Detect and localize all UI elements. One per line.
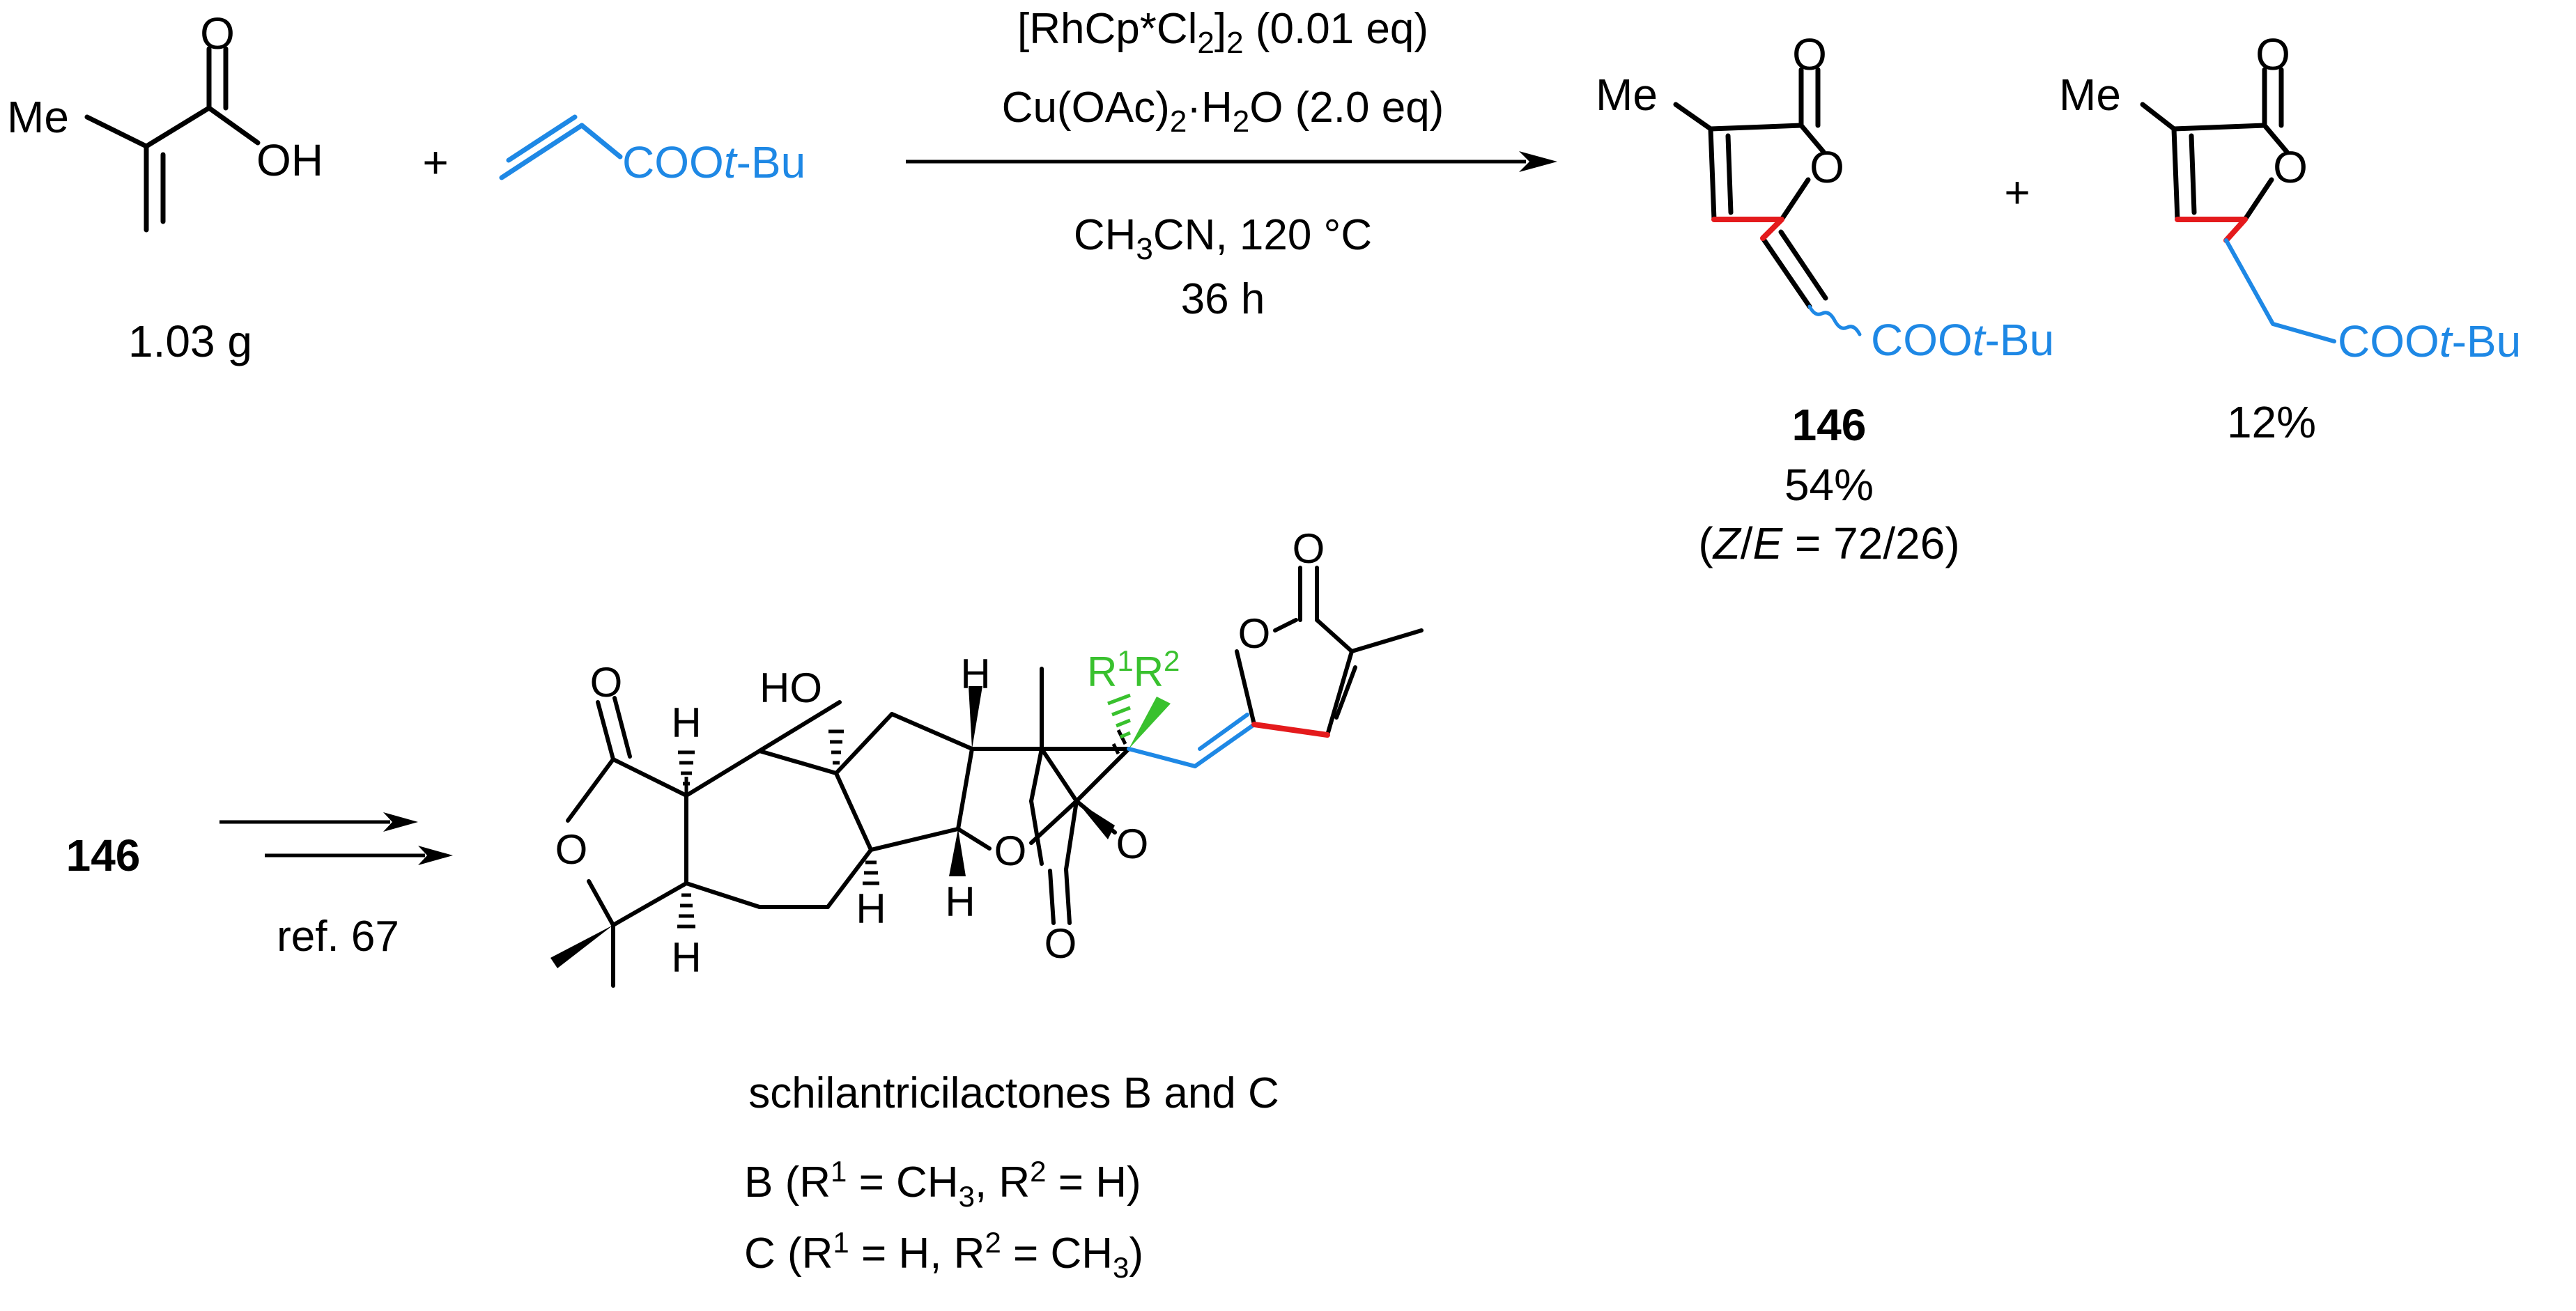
start-compound-146: 146 (66, 830, 141, 881)
methacrylic-carbonyl-o-label: O (200, 8, 235, 59)
target-h-label-top-left: H (671, 699, 701, 746)
time-condition: 36 h (1181, 275, 1265, 323)
wedge-ring-fusion-h (949, 829, 966, 876)
target-o-label-thf: O (994, 828, 1027, 874)
solvent-temperature-condition: CH3CN, 120 °C (1074, 211, 1372, 266)
wedge-gem-dimethyl (550, 925, 613, 968)
schilantricilactone-structure: HO H H H H H O O O O O O O R1R2 (550, 525, 1424, 988)
product146-ring-o-label: O (1810, 142, 1844, 192)
target-h-label-bottom-right: H (945, 878, 975, 925)
reaction-arrow (906, 151, 1557, 172)
product146-ester-label: COOt-Bu (1871, 315, 2054, 365)
target-o-label-butenolide-carbonyl: O (1293, 525, 1325, 572)
acrylate-ester-label: COOt-Bu (622, 137, 805, 187)
wedge-bridge-top (969, 686, 982, 749)
target-name: schilantricilactones B and C (748, 1069, 1279, 1117)
methacrylic-oh-label: OH (256, 135, 323, 185)
methacrylic-acid: Me O OH 1.03 g (7, 8, 323, 366)
byproduct-yield: 12% (2227, 397, 2316, 447)
variant-b-definition: B (R1 = CH3, R2 = H) (744, 1155, 1141, 1213)
plus-sign-2: + (2004, 167, 2030, 217)
oxidant-condition: Cu(OAc)2·H2O (2.0 eq) (1002, 84, 1444, 139)
target-r1-r2-label: R1R2 (1087, 644, 1180, 695)
product146-carbonyl-o-label: O (1792, 29, 1827, 79)
byproduct-carbonyl-o-label: O (2255, 29, 2290, 79)
wedge-r2 (1129, 697, 1171, 749)
target-ho-label: HO (759, 665, 822, 711)
product146-ze-ratio: (Z/E = 72/26) (1698, 518, 1959, 568)
target-o-label-lactone-carbonyl: O (590, 659, 623, 706)
tert-butyl-acrylate: COOt-Bu (499, 114, 805, 187)
methacrylic-me-label: Me (7, 92, 69, 142)
target-h-label-top: H (960, 651, 990, 697)
product146-compound-number: 146 (1792, 400, 1867, 450)
product146-yield: 54% (1784, 460, 1874, 510)
multistep-arrow (219, 812, 453, 865)
reference-label: ref. 67 (277, 913, 399, 961)
target-o-label-lactone-ring: O (555, 826, 588, 873)
target-o-label-bridge-carbonyl: O (1044, 920, 1077, 967)
byproduct-me-label: Me (2059, 70, 2121, 120)
target-h-label-bottom-left: H (671, 934, 701, 981)
byproduct-ring-o-label: O (2273, 142, 2308, 192)
product-146: Me O O COOt-Bu 146 54% (Z/E = 72/26) (1596, 29, 2054, 568)
variant-c-definition: C (R1 = H, R2 = CH3) (744, 1226, 1143, 1284)
target-o-label-butenolide-ring: O (1238, 610, 1271, 657)
byproduct-lactone: Me O O COOt-Bu 12% (2059, 29, 2521, 447)
catalyst-condition: [RhCp*Cl2]2 (0.01 eq) (1017, 5, 1428, 60)
product146-me-label: Me (1596, 70, 1658, 120)
byproduct-ester-label: COOt-Bu (2338, 316, 2521, 366)
target-h-label-bottom-mid: H (856, 885, 886, 932)
plus-sign-1: + (422, 137, 448, 187)
wedge-bridge-lactone (1077, 801, 1115, 839)
methacrylic-amount: 1.03 g (128, 316, 252, 366)
target-o-label-bridge-lactone: O (1116, 821, 1149, 867)
